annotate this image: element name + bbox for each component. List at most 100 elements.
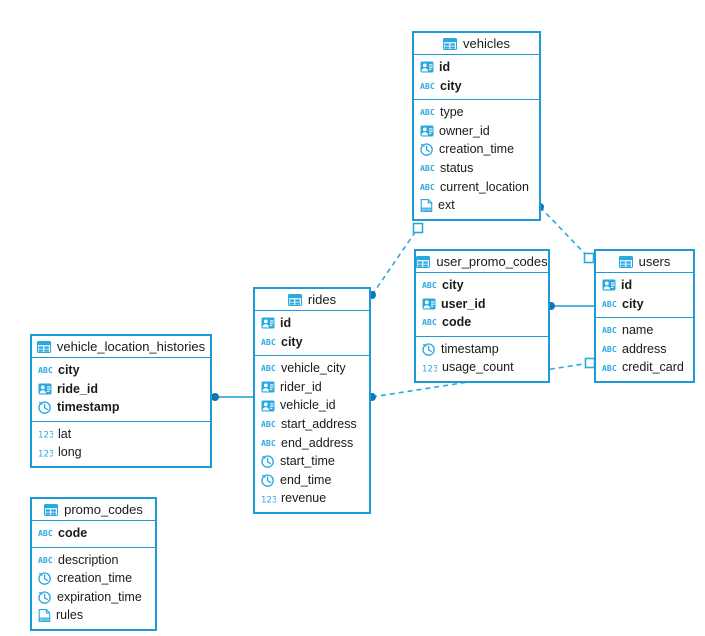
column-row[interactable]: expiration_time (32, 588, 155, 607)
column-row[interactable]: timestamp (32, 398, 210, 417)
column-row[interactable]: ABC city (416, 276, 548, 295)
column-name: owner_id (439, 123, 490, 138)
json-icon: JSON (420, 199, 433, 212)
column-row[interactable]: ABC current_location (414, 178, 539, 197)
column-row[interactable]: end_time (255, 471, 369, 490)
column-name: timestamp (57, 400, 120, 415)
abc-text-icon: ABC (422, 279, 437, 291)
column-name: usage_count (442, 360, 514, 375)
column-row[interactable]: ABC end_address (255, 434, 369, 453)
column-name: vehicle_city (281, 361, 346, 376)
table-header-user_promo_codes[interactable]: user_promo_codes (416, 251, 548, 273)
relationship-user-promo-codes-to-users[interactable] (547, 302, 594, 310)
abc-text-icon: ABC (38, 527, 53, 539)
abc-text-icon: ABC (420, 181, 435, 193)
column-name: city (440, 78, 462, 93)
123-number-icon: 123 (261, 493, 276, 505)
svg-text:ABC: ABC (420, 182, 435, 192)
svg-text:ABC: ABC (261, 438, 276, 448)
table-header-users[interactable]: users (596, 251, 693, 273)
abc-text-icon: ABC (38, 364, 53, 376)
clock-icon (420, 143, 434, 157)
table-icon (416, 255, 431, 268)
table-header-promo_codes[interactable]: promo_codes (32, 499, 155, 521)
column-row[interactable]: user_id (416, 295, 548, 314)
clock-icon (261, 473, 275, 487)
clock-icon (261, 455, 275, 468)
column-name: city (442, 278, 464, 293)
key-id-icon (38, 383, 52, 395)
abc-text-icon: ABC (420, 162, 435, 174)
column-name: start_address (281, 417, 357, 432)
column-name: id (280, 316, 292, 331)
column-name: end_address (281, 435, 354, 450)
abc-text-icon: ABC (602, 343, 617, 355)
column-row[interactable]: 123 usage_count (416, 358, 548, 377)
column-row[interactable]: start_time (255, 452, 369, 471)
column-name: start_time (280, 454, 335, 469)
relationship-rides-to-vehicle-location-histories[interactable] (211, 393, 253, 401)
column-row[interactable]: creation_time (414, 140, 539, 159)
abc-text-icon: ABC (602, 298, 617, 310)
table-title: rides (307, 292, 337, 307)
abc-text-icon: ABC (422, 316, 437, 328)
key-id-icon (261, 381, 275, 393)
column-row[interactable]: vehicle_id (255, 396, 369, 415)
column-name: current_location (440, 179, 529, 194)
table-header-rides[interactable]: rides (255, 289, 369, 311)
column-row[interactable]: id (414, 58, 539, 77)
clock-icon (38, 590, 52, 604)
column-name: vehicle_id (280, 398, 336, 413)
123-number-icon: 123 (422, 362, 437, 374)
key-id-icon (422, 298, 436, 310)
column-row[interactable]: creation_time (32, 569, 155, 588)
abc-text-icon: ABC (420, 106, 435, 118)
column-name: description (58, 552, 119, 567)
column-row[interactable]: id (255, 314, 369, 333)
column-row[interactable]: timestamp (416, 340, 548, 359)
table-title: users (638, 254, 671, 269)
column-name: user_id (441, 296, 486, 311)
key-id-icon (420, 61, 434, 73)
table-header-vehicles[interactable]: vehicles (414, 33, 539, 55)
column-row[interactable]: ABC city (414, 77, 539, 96)
column-row[interactable]: ride_id (32, 380, 210, 399)
column-name: rules (56, 608, 84, 623)
column-row[interactable]: id (596, 276, 693, 295)
abc-text-icon: ABC (602, 362, 617, 374)
table-icon (36, 340, 51, 353)
column-row[interactable]: owner_id (414, 122, 539, 141)
table-header-vehicle_location_histories[interactable]: vehicle_location_histories (32, 336, 210, 358)
column-row[interactable]: rider_id (255, 378, 369, 397)
svg-text:ABC: ABC (420, 81, 435, 91)
